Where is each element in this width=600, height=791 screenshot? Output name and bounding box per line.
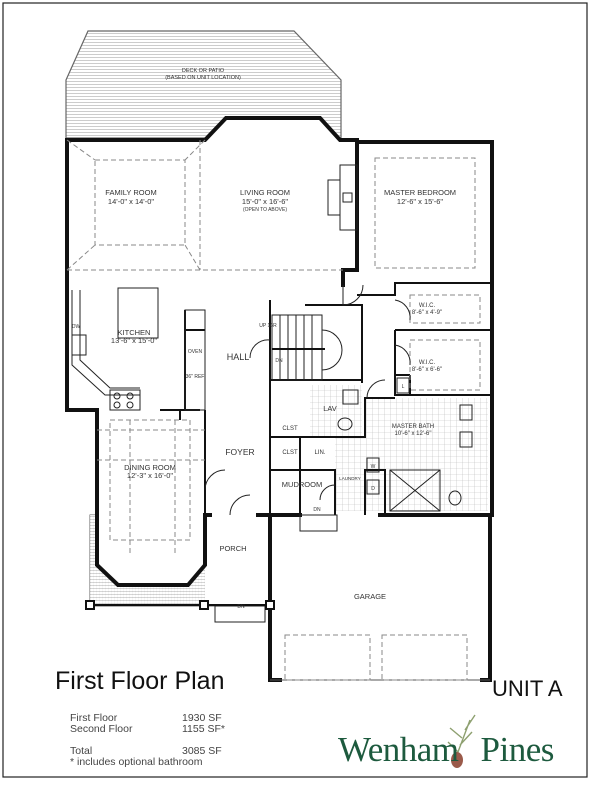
plan-title: First Floor Plan [55,667,225,695]
mudroom-steps-dn-label: DN [313,507,321,513]
refrigerator-label: 36" REF [186,374,205,380]
deck-note: (BASED ON UNIT LOCATION) [165,75,241,81]
living-room-note: (OPEN TO ABOVE) [243,207,287,213]
stairs-up-label: UP 16R [259,323,277,329]
stat-label: Second Floor [70,723,133,735]
lav-label: LAV [323,404,337,413]
master-bath-label: MASTER BATH [392,424,434,430]
wic2-size: 8'-6" x 6'-6" [412,367,442,373]
unit-label: UNIT A [492,676,563,701]
lav-tile [310,385,362,437]
stat-label: Total [70,745,93,757]
linen-l-label: L [402,384,405,390]
staircase [271,314,343,381]
wenham-pines-logo: Wenham Pines [338,730,554,770]
kitchen-label: KITCHEN [118,328,151,337]
master-bedroom-size: 12'-6" x 15'-6" [397,197,443,206]
mudroom-label: MUDROOM [282,480,322,489]
stat-label: First Floor [70,712,118,724]
dining-room-label: DINING ROOM [124,463,176,472]
stats-row: First Floor 1930 SF [70,713,222,724]
family-room-label: FAMILY ROOM [105,188,156,197]
wic1-label: W.I.C. [419,303,436,309]
master-bath-size: 10'-6" x 12'-6" [395,431,432,437]
stairs-down-label: DN [275,358,283,364]
master-bedroom-label: MASTER BEDROOM [384,188,456,197]
logo-text-right: Pines [480,730,555,769]
master-bath-tile [366,398,488,511]
stat-value: 1930 SF [182,712,222,724]
dining-room-size: 12'-3" x 16'-0" [127,471,173,480]
closet-2-label: CLST [282,450,298,456]
family-room-size: 14'-0" x 14'-0" [108,197,154,206]
wall-north [65,116,359,142]
washer-label: W [371,464,376,470]
stats-row: Second Floor 1155 SF* [70,724,225,735]
oven-label: OVEN [188,349,203,355]
wall-east [355,140,494,517]
hall-label: HALL [227,352,250,362]
deck-label: DECK OR PATIO [182,68,225,74]
porch-label: PORCH [219,544,246,553]
foyer-label: FOYER [225,447,254,457]
logo-text-left: Wenham [338,730,459,769]
linen-closet-label: LIN. [314,450,325,456]
stat-value: 3085 SF [182,745,222,757]
stats-footnote: * includes optional bathroom [70,756,203,768]
garage-label: GARAGE [354,592,386,601]
wall-west [65,138,99,412]
stat-value: 1155 SF* [182,723,225,735]
laundry-label: LAUNDRY [339,476,360,481]
sheet-border [2,2,588,778]
stats-row: Total 3085 SF [70,746,222,757]
wic2-label: W.I.C. [419,360,436,366]
dryer-label: D [371,486,375,492]
closet-1-label: CLST [282,426,298,432]
wic1-size: 8'-6" x 4'-9" [412,310,442,316]
pine-branch-cone-icon [447,714,476,768]
porch-steps-dn-label: DN [237,604,245,610]
kitchen-size: 13'-6" x 15'-0" [111,336,157,345]
living-room-size: 15'-0" x 16'-6" [242,197,288,206]
living-room-label: LIVING ROOM [240,188,290,197]
dishwasher-label: DW [72,324,81,330]
